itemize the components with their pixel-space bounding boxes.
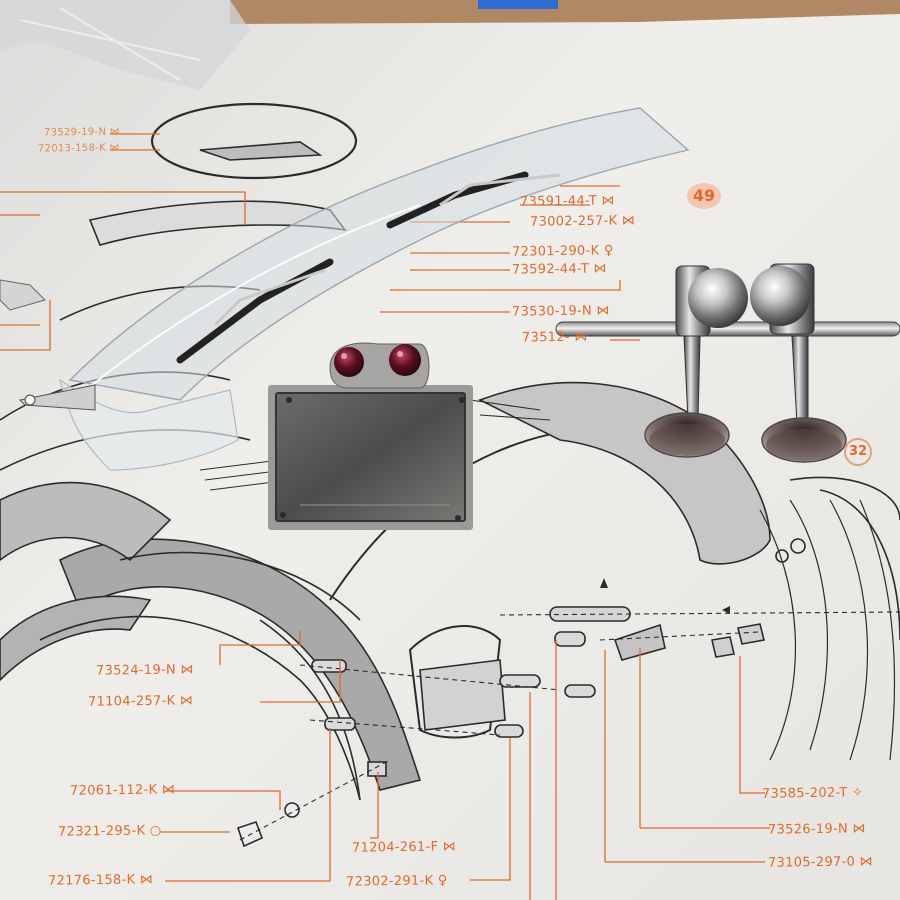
bowtie-icon: ⋈	[852, 821, 866, 837]
bowtie-icon: ⋈	[621, 213, 636, 229]
step-badge-32: 32	[844, 438, 872, 466]
bowtie-icon: ⋈	[180, 662, 194, 678]
part-label: 73524-19-N ⋈	[95, 662, 194, 679]
part-label: 73592-44-T ⋈	[511, 261, 607, 278]
part-label: 73529-19-N ⋈	[43, 126, 121, 139]
part-label: 72176-158-K ⋈	[47, 872, 154, 889]
part-label: 71204-261-F ⋈	[351, 839, 457, 856]
bag-crease	[19, 7, 201, 81]
part-label: 73512- ⋈	[521, 329, 588, 346]
chrome-horns	[555, 263, 900, 463]
plastic-bag	[0, 0, 250, 90]
part-label: 73105-297-0 ⋈	[767, 854, 873, 871]
step-badge-49: 49	[687, 183, 721, 209]
circle-icon: ○	[149, 823, 162, 839]
part-label: 73526-19-N ⋈	[767, 821, 866, 838]
wood-table	[230, 0, 900, 24]
bowtie-icon: ⋈	[179, 693, 194, 709]
part-label: 73585-202-T ✧	[761, 785, 864, 802]
part-label: 72061-112-K ⋈	[69, 782, 176, 799]
bulb-icon: ♀	[437, 873, 448, 889]
tail-light-pair	[329, 342, 430, 389]
bulb-icon: ♀	[603, 243, 614, 259]
part-label: 71104-257-K ⋈	[87, 693, 194, 710]
bowtie-icon: ⋈	[574, 329, 588, 345]
part-label: 73002-257-K ⋈	[529, 213, 636, 230]
bowtie-icon: ⋈	[442, 839, 457, 855]
part-label: 72013-158-K ⋈	[37, 142, 120, 155]
blue-object	[478, 0, 558, 9]
bowtie-icon: ⋈	[109, 142, 120, 154]
part-label: 72302-291-K ♀	[345, 873, 448, 890]
bowtie-icon: ⋈	[601, 193, 615, 209]
bowtie-icon: ⋈	[161, 782, 176, 798]
license-plate	[268, 385, 473, 530]
clear-windscreen	[0, 107, 690, 471]
star-icon: ✧	[851, 785, 864, 801]
part-label: 73530-19-N ⋈	[511, 303, 610, 320]
bowtie-icon: ⋈	[109, 126, 121, 138]
assembly-guide-lines	[239, 611, 900, 841]
bowtie-icon: ⋈	[859, 854, 873, 870]
part-label: 72301-290-K ♀	[511, 243, 614, 260]
bowtie-icon: ⋈	[139, 872, 154, 888]
direction-arrows	[600, 578, 730, 614]
part-label: 72321-295-K ○	[57, 823, 162, 840]
bowtie-icon: ⋈	[593, 261, 607, 277]
part-label: 73591-44-T ⋈	[519, 193, 615, 210]
bowtie-icon: ⋈	[596, 303, 610, 319]
